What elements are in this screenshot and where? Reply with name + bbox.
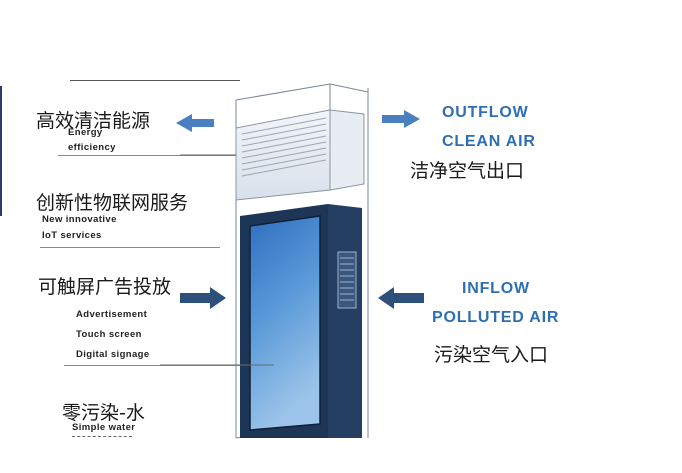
- feature-iot-en-2: IoT services: [42, 230, 102, 241]
- inflow-cn-label: 污染空气入口: [434, 344, 549, 366]
- outflow-cn-label: 洁净空气出口: [410, 160, 525, 182]
- feature-ads-en-3: Digital signage: [76, 349, 150, 360]
- clean-air-label: CLEAN AIR: [442, 133, 536, 150]
- feature-iot-cn: 创新性物联网服务: [36, 192, 189, 214]
- outflow-label: OUTFLOW: [442, 104, 529, 121]
- cutoff-top-fragment: [70, 80, 240, 87]
- divider-2: [40, 247, 220, 248]
- arrow-inflow-left-icon: [378, 287, 424, 309]
- feature-energy-cn: 高效清洁能源: [36, 110, 151, 132]
- feature-water-en-1: Simple water: [72, 422, 136, 433]
- touch-screen-panel: [249, 215, 321, 431]
- feature-ads-en-2: Touch screen: [76, 329, 142, 340]
- polluted-air-label: POLLUTED AIR: [432, 309, 560, 326]
- arrow-energy-left-icon: [176, 114, 214, 132]
- cutoff-bottom-fragment: [72, 436, 132, 440]
- lower-cabinet: [240, 204, 362, 438]
- inflow-label: INFLOW: [462, 280, 530, 297]
- divider-1: [58, 155, 236, 156]
- left-edge-bar: [0, 86, 2, 216]
- arrow-ads-right-icon: [180, 287, 226, 309]
- feature-energy-en-1: Energy: [68, 127, 103, 138]
- feature-iot-en-1: New innovative: [42, 214, 117, 225]
- feature-ads-en-1: Advertisement: [76, 309, 148, 320]
- side-grille: [337, 251, 357, 309]
- feature-ads-cn: 可触屏广告投放: [38, 276, 172, 298]
- pointer-lines: [160, 154, 274, 366]
- top-vent-unit: [235, 109, 365, 201]
- arrow-outflow-right-icon: [382, 110, 420, 128]
- feature-water-cn: 零污染-水: [62, 402, 145, 424]
- feature-energy-en-2: efficiency: [68, 142, 116, 153]
